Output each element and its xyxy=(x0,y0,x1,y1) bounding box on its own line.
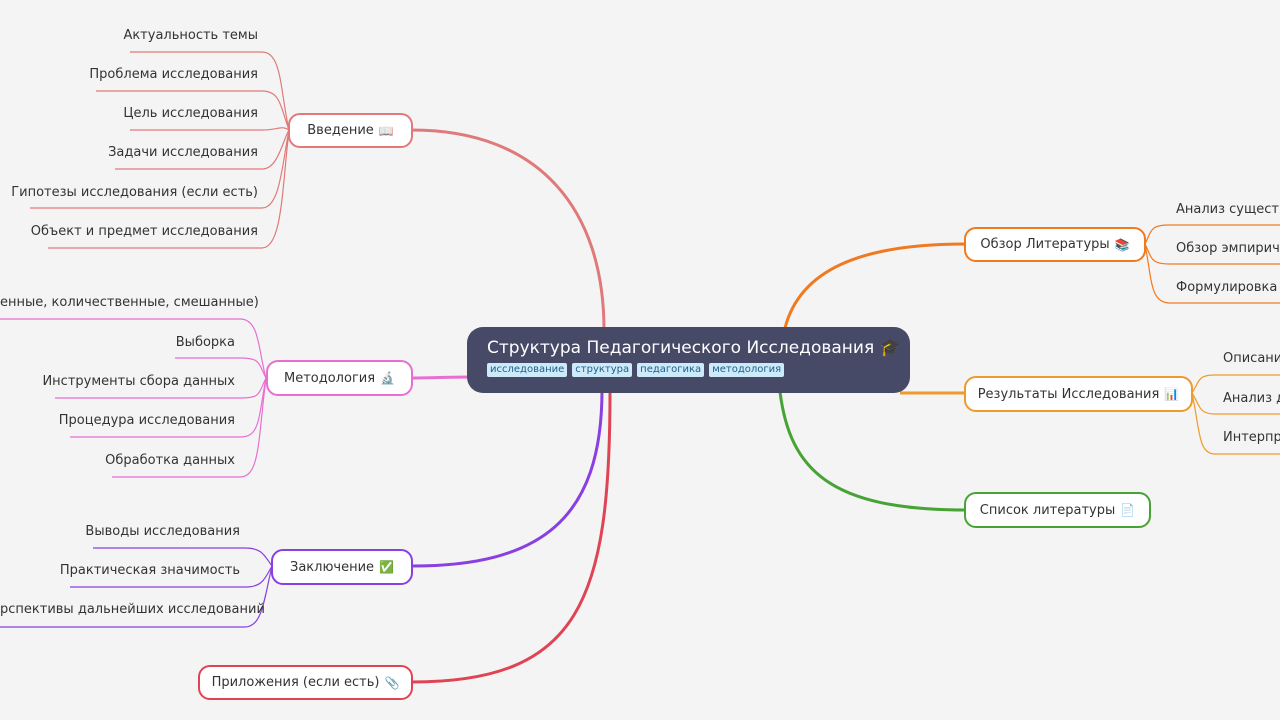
leaf-literature-3[interactable]: Формулировка с xyxy=(1176,280,1280,295)
books-icon: 📚 xyxy=(1114,237,1130,252)
node-results-label: Результаты Исследования xyxy=(977,386,1160,402)
leaf-intro-5[interactable]: Гипотезы исследования (если есть) xyxy=(11,185,258,200)
connector-conclusion xyxy=(411,389,604,568)
leaf-results-3[interactable]: Интерпре xyxy=(1223,430,1280,445)
leaf-method-4[interactable]: Процедура исследования xyxy=(58,413,235,428)
connector-intro xyxy=(411,128,606,331)
leaf-conclusion-2[interactable]: Практическая значимость xyxy=(59,563,240,578)
tag-methodology[interactable]: методология xyxy=(709,363,785,377)
connector-appendix xyxy=(411,391,612,684)
tag-research[interactable]: исследование xyxy=(487,363,568,377)
literature-leaf-connectors xyxy=(1144,224,1280,304)
leaf-method-2[interactable]: Выборка xyxy=(175,335,235,350)
root-title: Структура Педагогического Исследования 🎓 xyxy=(487,337,901,359)
leaf-conclusion-3[interactable]: рспективы дальнейших исследований xyxy=(0,602,265,617)
leaf-intro-6[interactable]: Объект и предмет исследования xyxy=(30,224,258,239)
tag-structure[interactable]: структура xyxy=(572,363,633,377)
page-icon: 📄 xyxy=(1120,503,1136,517)
connector-references xyxy=(778,391,966,512)
root-tags: исследование структура педагогика методо… xyxy=(487,363,890,377)
leaf-method-5[interactable]: Обработка данных xyxy=(105,453,235,468)
intro-leaf-connectors xyxy=(30,51,290,249)
node-method-label: Методология xyxy=(284,370,376,386)
leaf-intro-1[interactable]: Актуальность темы xyxy=(123,28,258,43)
leaf-intro-4[interactable]: Задачи исследования xyxy=(108,145,258,160)
node-references-label: Список литературы xyxy=(979,502,1116,518)
leaf-literature-2[interactable]: Обзор эмпириче xyxy=(1176,241,1280,256)
node-references[interactable]: Список литературы 📄 xyxy=(964,492,1151,528)
node-conclusion-label: Заключение xyxy=(290,559,375,575)
paperclip-icon: 📎 xyxy=(384,675,400,690)
node-appendix[interactable]: Приложения (если есть) 📎 xyxy=(198,665,413,700)
tag-pedagogy[interactable]: педагогика xyxy=(637,363,705,377)
method-leaf-connectors xyxy=(0,318,267,478)
bar-chart-icon: 📊 xyxy=(1164,387,1180,401)
open-book-icon: 📖 xyxy=(378,123,394,138)
graduation-cap-icon: 🎓 xyxy=(879,338,901,358)
leaf-method-3[interactable]: Инструменты сбора данных xyxy=(42,374,235,389)
connector-literature xyxy=(783,242,966,329)
root-node[interactable]: Структура Педагогического Исследования 🎓… xyxy=(467,327,910,393)
leaf-intro-2[interactable]: Проблема исследования xyxy=(89,67,258,82)
results-leaf-connectors xyxy=(1191,374,1280,455)
leaf-results-1[interactable]: Описание xyxy=(1223,351,1280,366)
node-intro[interactable]: Введение 📖 xyxy=(288,113,413,148)
connector-method xyxy=(411,375,471,380)
leaf-literature-1[interactable]: Анализ существу xyxy=(1176,202,1280,217)
leaf-results-2[interactable]: Анализ д xyxy=(1223,391,1280,406)
root-title-text: Структура Педагогического Исследования xyxy=(487,338,875,358)
node-intro-label: Введение xyxy=(307,123,374,138)
microscope-icon: 🔬 xyxy=(380,371,395,385)
leaf-conclusion-1[interactable]: Выводы исследования xyxy=(85,524,240,539)
node-results[interactable]: Результаты Исследования 📊 xyxy=(964,376,1193,412)
node-literature-label: Обзор Литературы xyxy=(980,237,1110,252)
node-literature[interactable]: Обзор Литературы 📚 xyxy=(964,227,1146,262)
check-mark-icon: ✅ xyxy=(379,560,394,574)
node-conclusion[interactable]: Заключение ✅ xyxy=(271,549,413,585)
leaf-method-1[interactable]: енные, количественные, смешанные) xyxy=(0,295,259,310)
conclusion-leaf-connectors xyxy=(0,547,273,628)
node-method[interactable]: Методология 🔬 xyxy=(266,360,413,396)
leaf-intro-3[interactable]: Цель исследования xyxy=(123,106,258,121)
node-appendix-label: Приложения (если есть) xyxy=(211,675,380,690)
